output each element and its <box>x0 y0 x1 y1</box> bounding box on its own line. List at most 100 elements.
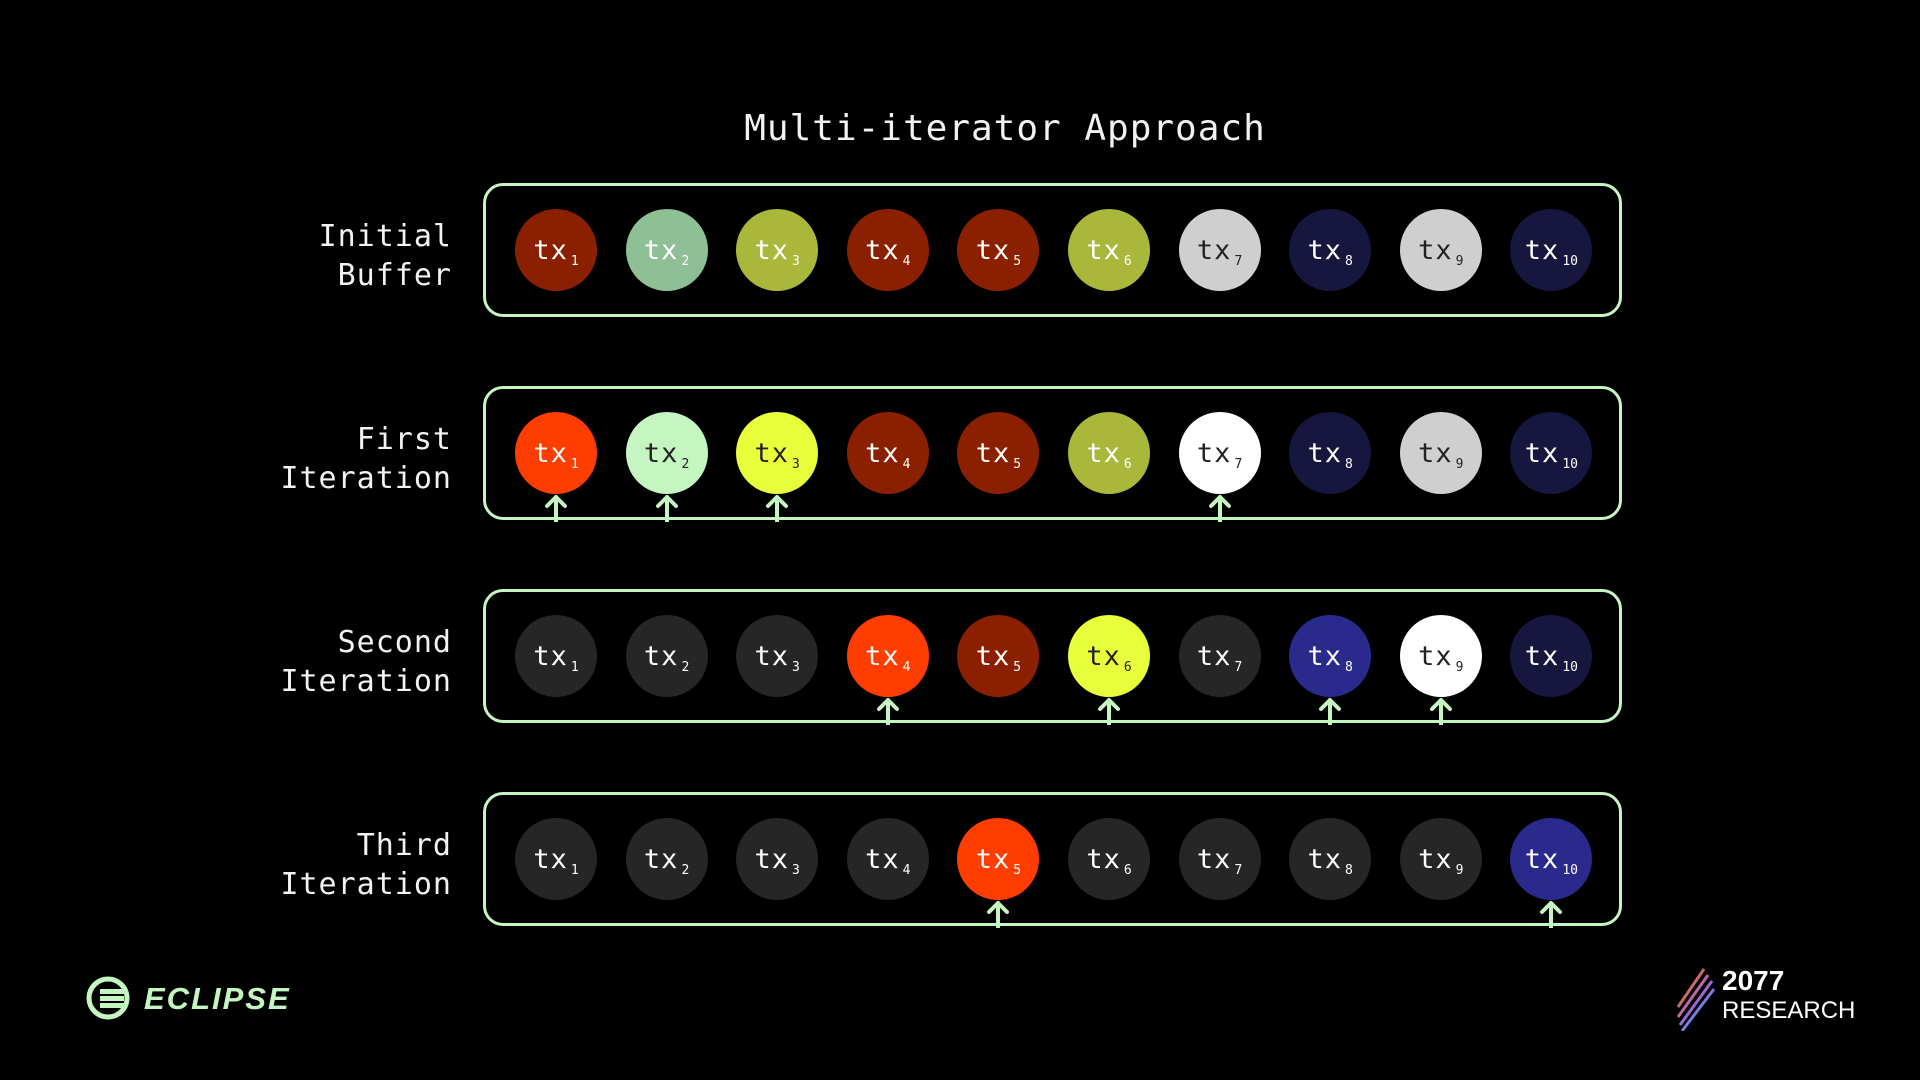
tx-subscript: 3 <box>792 456 800 472</box>
tx-label: tx <box>1524 640 1560 672</box>
tx-subscript: 9 <box>1455 862 1464 878</box>
tx-label: tx <box>533 234 568 266</box>
tx-label: tx <box>1418 843 1453 875</box>
tx-label: tx <box>1524 234 1560 266</box>
tx-label: tx <box>1307 843 1343 875</box>
tx-label: tx <box>1524 437 1560 469</box>
tx-subscript: 7 <box>1234 456 1243 472</box>
tx-subscript: 6 <box>1123 253 1132 269</box>
up-arrow-icon <box>545 495 567 522</box>
tx-subscript: 8 <box>1345 862 1353 878</box>
tx-label: tx <box>865 437 900 469</box>
diagram-title: Multi-iterator Approach <box>744 108 1266 149</box>
tx-label: tx <box>1418 640 1453 672</box>
tx-subscript: 3 <box>792 862 800 878</box>
up-arrow-icon <box>655 495 678 522</box>
tx-label: tx <box>533 640 568 672</box>
tx-subscript: 1 <box>570 659 579 675</box>
tx-subscript: 2 <box>681 659 690 675</box>
tx-subscript: 4 <box>902 862 911 878</box>
tx-subscript: 7 <box>1234 253 1243 269</box>
tx-subscript: 9 <box>1455 456 1464 472</box>
tx-subscript: 1 <box>570 456 579 472</box>
tx-subscript: 5 <box>1013 862 1022 878</box>
tx-label: tx <box>1307 640 1343 672</box>
tx-label: tx <box>533 843 568 875</box>
tx-subscript: 7 <box>1234 862 1243 878</box>
up-arrow-icon <box>987 901 1010 928</box>
tx-label: tx <box>1418 234 1453 266</box>
row-label-line: Iteration <box>280 461 452 496</box>
tx-label: tx <box>1524 843 1560 875</box>
tx-subscript: 5 <box>1013 253 1022 269</box>
eclipse-logo-text: ECLIPSE <box>144 981 291 1016</box>
tx-buffer-box <box>483 589 1622 723</box>
up-arrow-icon <box>1540 901 1563 928</box>
tx-subscript: 2 <box>681 253 690 269</box>
tx-subscript: 1 <box>570 862 579 878</box>
row-label-line: Buffer <box>337 258 452 293</box>
tx-label: tx <box>865 234 900 266</box>
tx-label: tx <box>1196 437 1232 469</box>
tx-subscript: 4 <box>902 253 911 269</box>
tx-buffer-box <box>483 792 1622 926</box>
row-label-line: Second <box>337 625 452 660</box>
up-arrow-icon <box>1319 698 1342 725</box>
tx-subscript: 3 <box>792 659 800 675</box>
tx-subscript: 6 <box>1123 862 1132 878</box>
up-arrow-icon <box>1208 495 1231 522</box>
tx-label: tx <box>1086 437 1121 469</box>
tx-label: tx <box>1086 640 1121 672</box>
tx-subscript: 9 <box>1455 659 1464 675</box>
tx-label: tx <box>975 234 1011 266</box>
logo-2077-text: 2077 <box>1722 965 1785 996</box>
tx-label: tx <box>533 437 568 469</box>
tx-label: tx <box>975 640 1011 672</box>
tx-subscript: 2 <box>681 862 690 878</box>
tx-label: tx <box>643 843 679 875</box>
tx-subscript: 8 <box>1345 659 1353 675</box>
tx-subscript: 7 <box>1234 659 1243 675</box>
tx-label: tx <box>1086 234 1121 266</box>
row-label-line: Iteration <box>280 664 452 699</box>
tx-label: tx <box>975 843 1011 875</box>
tx-label: tx <box>754 437 790 469</box>
tx-label: tx <box>975 437 1011 469</box>
tx-label: tx <box>1307 437 1343 469</box>
up-arrow-icon <box>876 698 899 725</box>
2077-research-logo-icon <box>1676 968 1716 1031</box>
